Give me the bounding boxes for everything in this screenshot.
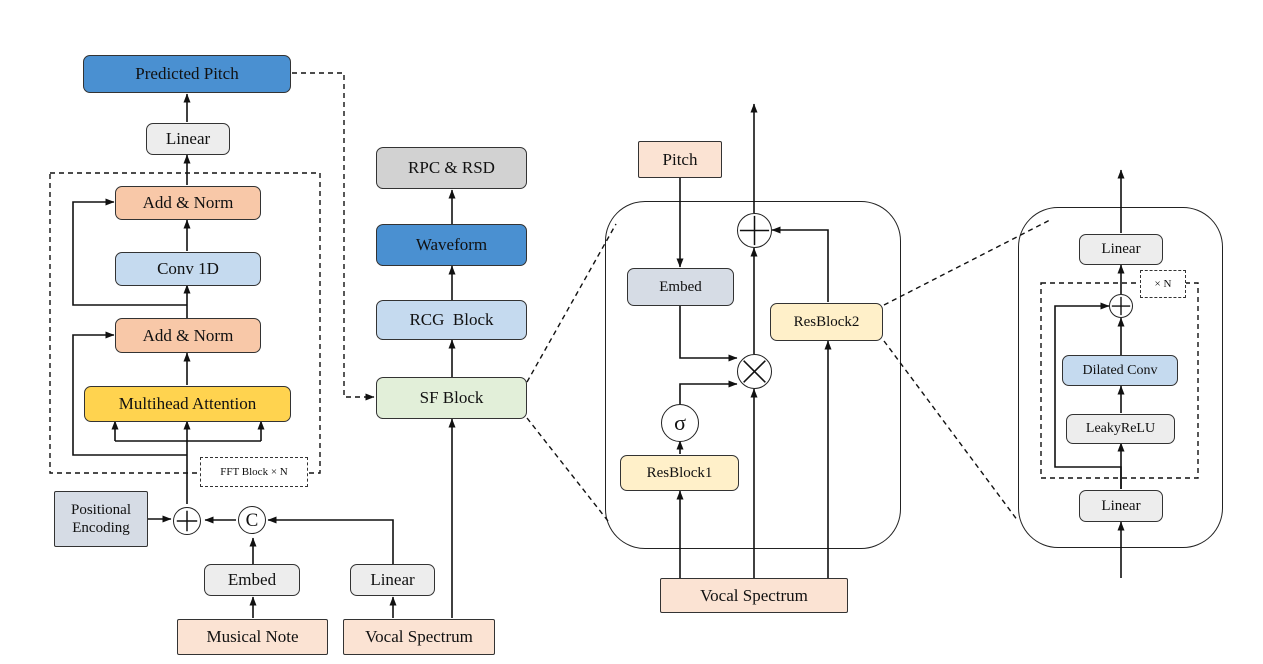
spectrum-linear-box: Linear	[350, 564, 435, 596]
predicted-pitch-box: Predicted Pitch	[83, 55, 291, 93]
resblock-add-operator-icon	[1109, 294, 1133, 318]
dilated-conv-box: Dilated Conv	[1062, 355, 1178, 386]
rcg-block-box: RCG Block	[376, 300, 527, 340]
pitch-embed-box: Embed	[627, 268, 734, 306]
positional-encoding-box: Positional Encoding	[54, 491, 148, 547]
sigma-activation-icon: σ	[661, 404, 699, 442]
waveform-box: Waveform	[376, 224, 527, 266]
pitch-input-box: Pitch	[638, 141, 722, 178]
sf-vocal-spectrum-input-box: Vocal Spectrum	[660, 578, 848, 613]
concat-operator-icon: C	[238, 506, 266, 534]
multiply-operator-icon	[737, 354, 772, 389]
add-norm-bottom-box: Add & Norm	[115, 318, 261, 353]
add-norm-top-box: Add & Norm	[115, 186, 261, 220]
linear-output-box: Linear	[146, 123, 230, 155]
conv1d-box: Conv 1D	[115, 252, 261, 286]
resblock-repeat-tag: × N	[1140, 270, 1186, 298]
resblock2-box: ResBlock2	[770, 303, 883, 341]
resblock-linear-top-box: Linear	[1079, 234, 1163, 265]
residual-add-operator-icon	[737, 213, 772, 248]
note-embed-box: Embed	[204, 564, 300, 596]
musical-note-input-box: Musical Note	[177, 619, 328, 655]
leaky-relu-box: LeakyReLU	[1066, 414, 1175, 444]
fft-block-repeat-tag: FFT Block × N	[200, 457, 308, 487]
add-operator-icon	[173, 507, 201, 535]
resblock-linear-bottom-box: Linear	[1079, 490, 1163, 522]
sf-block-detail-panel	[605, 201, 901, 549]
sigma-symbol: σ	[674, 410, 686, 435]
vocal-spectrum-input-box: Vocal Spectrum	[343, 619, 495, 655]
resblock1-box: ResBlock1	[620, 455, 739, 491]
concat-symbol: C	[245, 509, 259, 531]
rpc-rsd-box: RPC & RSD	[376, 147, 527, 189]
multihead-attention-box: Multihead Attention	[84, 386, 291, 422]
sf-block-box: SF Block	[376, 377, 527, 419]
